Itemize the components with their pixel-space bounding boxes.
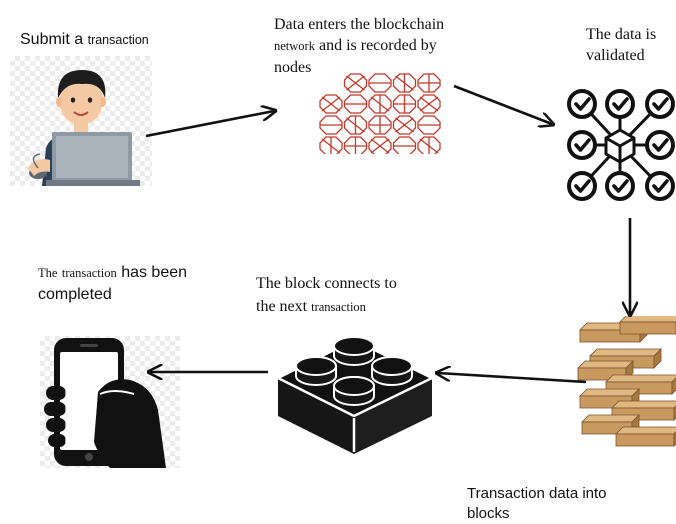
person-at-computer-icon	[10, 56, 152, 186]
arrow-submit-to-network	[145, 111, 274, 138]
node-network-icon	[318, 72, 442, 154]
arrow-blocks-to-connects	[438, 373, 587, 384]
hand-holding-smartphone-icon	[40, 336, 180, 468]
arrow-network-to-validated	[453, 84, 552, 124]
network-recorded-label: Data enters the blockchain network and i…	[274, 16, 445, 76]
block-connects-label: The block connects to the next transacti…	[256, 275, 397, 315]
lego-brick-icon	[272, 330, 438, 456]
stacked-wooden-blocks-icon	[576, 316, 676, 454]
checkmark-network-icon	[564, 88, 676, 202]
data-validated-label: The data is validated	[586, 26, 657, 64]
transaction-data-blocks-label: Transaction data into blocks	[467, 485, 607, 522]
transaction-completed-label: The transaction has been completed	[38, 264, 188, 303]
submit-transaction-label: Submit a transaction	[20, 31, 149, 48]
